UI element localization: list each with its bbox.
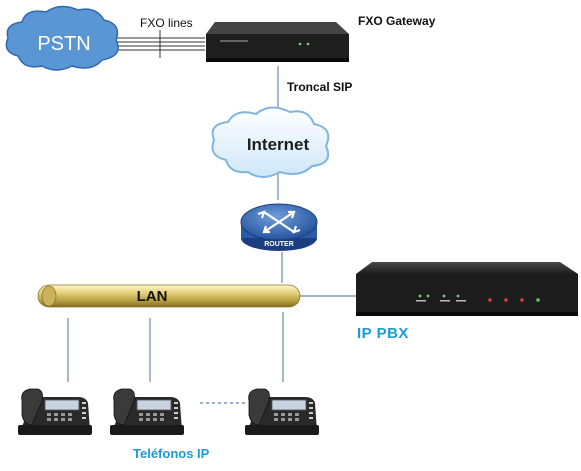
fxo-gateway-device: [206, 22, 349, 62]
ip-pbx-device: [356, 262, 578, 316]
internet-label: Internet: [247, 135, 310, 154]
fxo-lines-label: FXO lines: [140, 16, 193, 30]
pstn-label: PSTN: [37, 33, 90, 55]
fxo-gateway-label: FXO Gateway: [358, 14, 436, 28]
router-arrows-icon: [257, 210, 301, 234]
network-links: [67, 66, 357, 382]
lan-segment: LAN: [37, 284, 301, 308]
lan-label: LAN: [137, 288, 168, 305]
router-device: ROUTER: [240, 203, 318, 251]
sip-trunk-label: Troncal SIP: [287, 80, 353, 94]
ip-phone: [244, 388, 320, 436]
fxo-lines-link: [112, 30, 205, 58]
ip-phone: [109, 388, 185, 436]
internet-cloud: Internet: [211, 106, 330, 178]
ip-pbx-label: IP PBX: [357, 325, 409, 342]
ip-phone: [17, 388, 93, 436]
router-label: ROUTER: [264, 241, 294, 248]
pstn-cloud: PSTN: [5, 5, 119, 71]
ip-phones-label: Teléfonos IP: [133, 446, 210, 461]
